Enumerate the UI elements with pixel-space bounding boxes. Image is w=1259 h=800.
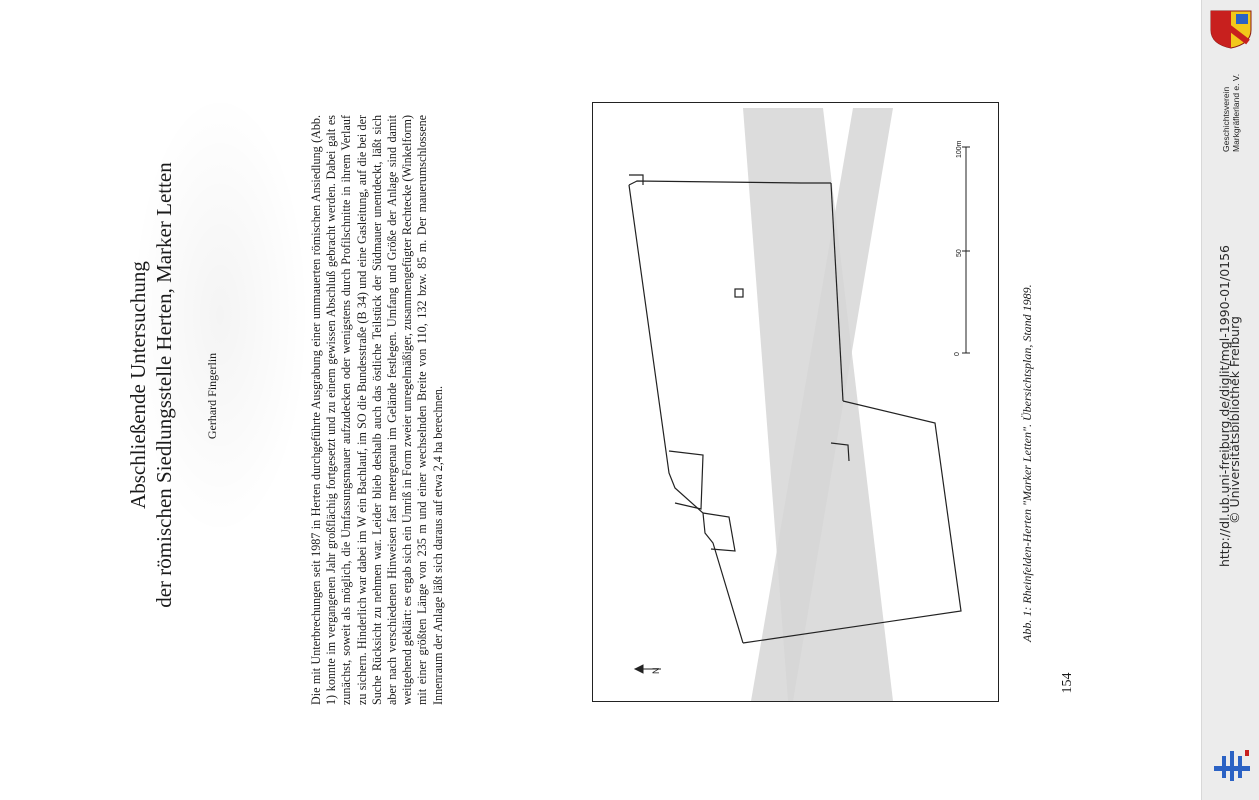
enclosure-south-wall	[742, 400, 962, 644]
north-label: N	[651, 667, 661, 675]
society-crest-icon	[1210, 10, 1252, 49]
scan-shadow	[130, 90, 310, 540]
site-plan-map	[628, 108, 970, 701]
building-remains-3	[830, 442, 850, 462]
enclosure-east-wall	[830, 182, 844, 402]
body-text: Die mit Unterbrechungen seit 1987 in Her…	[309, 115, 445, 705]
library-sidebar: Geschichtsverein Markgräflerland e. V. h…	[1201, 0, 1259, 800]
building-remains-2	[702, 512, 736, 552]
scale-label-100m: 100m	[956, 140, 963, 158]
page-number: 154	[1060, 672, 1075, 694]
enclosure-west-wall	[628, 184, 744, 644]
figure-caption: Abb. 1: Rheinfelden-Herten "Marker Lette…	[1020, 284, 1034, 642]
building-remains-1	[668, 450, 704, 510]
foundation-square	[734, 288, 744, 298]
article-title: Abschließende Untersuchung der römischen…	[125, 85, 185, 685]
scale-label-0: 0	[954, 352, 961, 356]
society-line-2: Markgräflerland e. V.	[1231, 73, 1241, 152]
enclosure-north-wall	[628, 180, 831, 186]
author-name: Gerhard Fingerlin	[205, 352, 219, 440]
society-name: Geschichtsverein Markgräflerland e. V.	[1221, 70, 1243, 152]
title-line-1: Abschließende Untersuchung	[126, 261, 150, 509]
north-corner-rect	[629, 174, 644, 185]
road-band-gasline	[751, 108, 893, 701]
site-plan-figure: 0 50 100m N	[592, 102, 999, 702]
society-line-1: Geschichtsverein	[1221, 86, 1231, 152]
scale-label-50: 50	[956, 249, 963, 257]
library-credit: © Universitätsbibliothek Freiburg	[1227, 316, 1242, 524]
university-library-logo-icon	[1214, 750, 1250, 781]
title-line-2: der römischen Siedlungsstelle Herten, Ma…	[152, 162, 176, 608]
scanned-page: Abschließende Untersuchung der römischen…	[125, 85, 1075, 705]
